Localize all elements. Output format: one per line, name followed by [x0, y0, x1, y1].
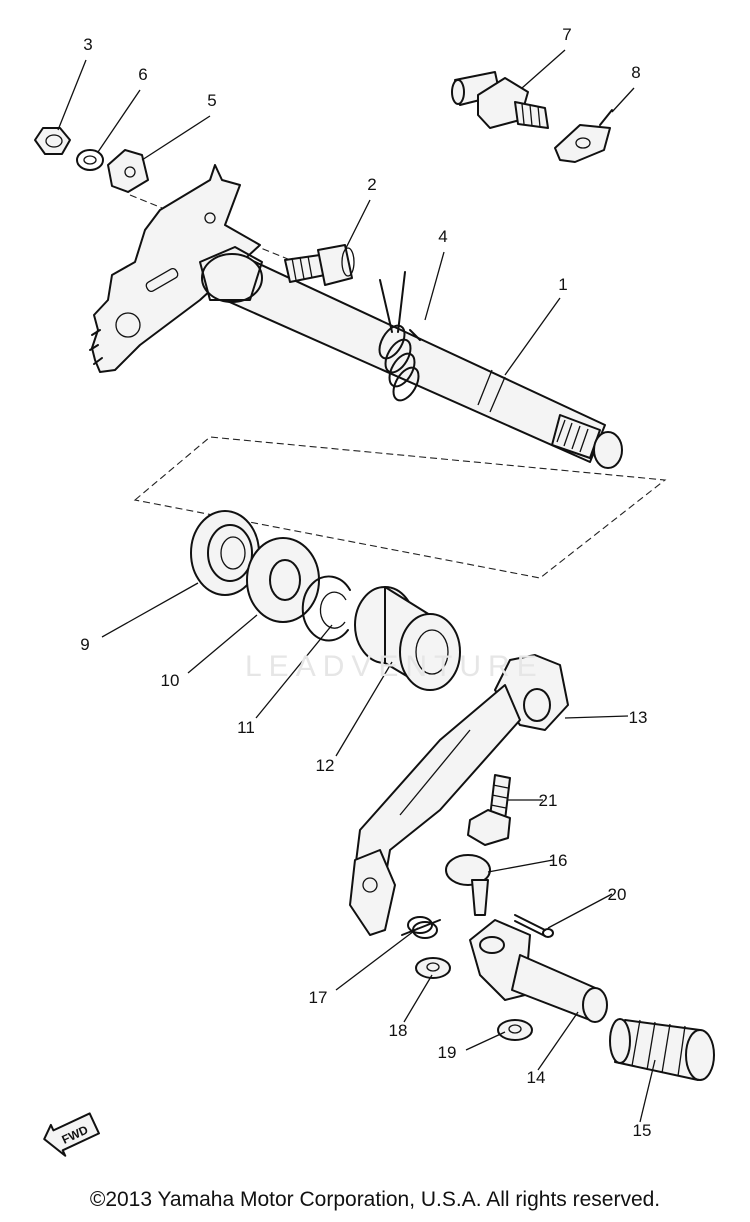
part-7-stud-bolt: [451, 71, 549, 129]
part-2-bolt: [284, 244, 355, 286]
part-21-bolt: [467, 774, 511, 846]
callout-9: 9: [80, 635, 89, 654]
part-16-pin: [445, 854, 491, 916]
callout-19: 19: [438, 1043, 457, 1062]
part-5-stopper-plate: [107, 149, 149, 193]
part-20-cotter-pin: [514, 914, 554, 938]
part-11-circlip: [301, 575, 351, 642]
part-17-spring: [401, 916, 441, 939]
assembly-outline: [133, 436, 667, 579]
callout-12: 12: [316, 756, 335, 775]
part-18-washer: [415, 957, 451, 979]
part-8-lock-plate: [554, 109, 613, 163]
watermark-text: LEADVENTURE: [245, 650, 544, 683]
callout-5: 5: [207, 91, 216, 110]
part-3-nut: [34, 127, 71, 155]
shift-arm-plate: [89, 164, 261, 373]
callout-3: 3: [83, 35, 92, 54]
callout-16: 16: [549, 851, 568, 870]
part-12-collar: [354, 586, 461, 691]
callout-17: 17: [309, 988, 328, 1007]
callout-4: 4: [438, 227, 447, 246]
callout-6: 6: [138, 65, 147, 84]
callout-18: 18: [389, 1021, 408, 1040]
callout-21: 21: [539, 791, 558, 810]
part-15-rubber-grip: [609, 1018, 715, 1081]
part-10-washer: [246, 537, 320, 623]
part-6-lock-washer: [76, 149, 104, 171]
copyright-notice: ©2013 Yamaha Motor Corporation, U.S.A. A…: [89, 1188, 661, 1211]
part-13-shift-pedal: [349, 654, 569, 936]
callout-1: 1: [558, 275, 567, 294]
callout-8: 8: [631, 63, 640, 82]
part-4-spring: [378, 271, 421, 402]
callout-10: 10: [161, 671, 180, 690]
part-14-toe-lever: [469, 919, 608, 1023]
callout-11: 11: [237, 718, 255, 737]
callout-15: 15: [633, 1121, 652, 1140]
leader-lines: [57, 49, 656, 1123]
callout-13: 13: [629, 708, 648, 727]
part-19-washer: [497, 1019, 533, 1041]
callout-20: 20: [608, 885, 627, 904]
callout-2: 2: [367, 175, 376, 194]
callout-7: 7: [562, 25, 571, 44]
fwd-direction-badge: FWD: [43, 1112, 100, 1157]
callout-14: 14: [527, 1068, 546, 1087]
